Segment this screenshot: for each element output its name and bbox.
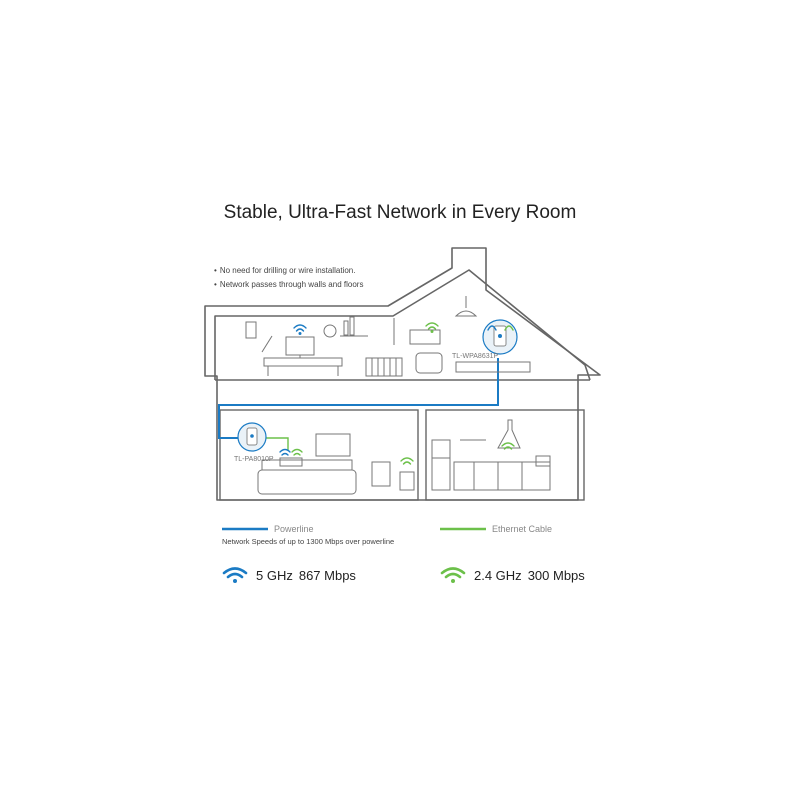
wifi-24ghz-icon [400,457,414,465]
speed-note: Network Speeds of up to 1300 Mbps over p… [222,537,395,546]
wifi-24ghz-icon [291,448,303,456]
wifi-5ghz-icon [222,567,248,583]
powerline-legend-label: Powerline [274,524,314,534]
feature-list: No need for drilling or wire installatio… [214,264,364,292]
band-24ghz-speed: 300 Mbps [527,567,585,583]
wifi-5ghz-icon [293,324,307,336]
wifi-24ghz-icon [440,567,466,583]
wifi-24ghz-icon [504,325,514,331]
wifi-24ghz-icon [501,442,515,450]
feature-item: No need for drilling or wire installatio… [214,264,363,278]
ethernet-cable [262,437,289,450]
room-dividers [215,379,590,501]
band-24ghz-label: 2.4 GHz [474,567,522,583]
upstairs-living [365,296,531,377]
band-5ghz-speed: 867 Mbps [298,567,356,583]
ethernet-legend-label: Ethernet Cable [492,524,553,534]
extender-upstairs-device [482,319,518,355]
downstairs-living [257,433,415,495]
wifi-24ghz-icon [425,322,439,334]
house-outline [204,247,601,501]
wifi-5ghz-icon [487,325,497,331]
speed-5ghz: 5 GHz 867 Mbps [222,566,356,584]
page-title: Stable, Ultra-Fast Network in Every Room [223,202,577,223]
kitchen [431,419,551,491]
adapter-downstairs-device [237,422,267,452]
powerline-cable [218,358,499,439]
extender-upstairs-label: TL-WPA8631P [452,353,499,360]
room-wifi-icons [279,322,515,465]
band-5ghz-label: 5 GHz [256,567,293,583]
wifi-5ghz-icon [279,448,291,456]
adapter-downstairs-label: TL-PA8010P [234,456,274,463]
speed-24ghz: 2.4 GHz 300 Mbps [440,566,585,584]
feature-item: Network passes through walls and floors [214,278,364,292]
upstairs-office [245,316,368,376]
